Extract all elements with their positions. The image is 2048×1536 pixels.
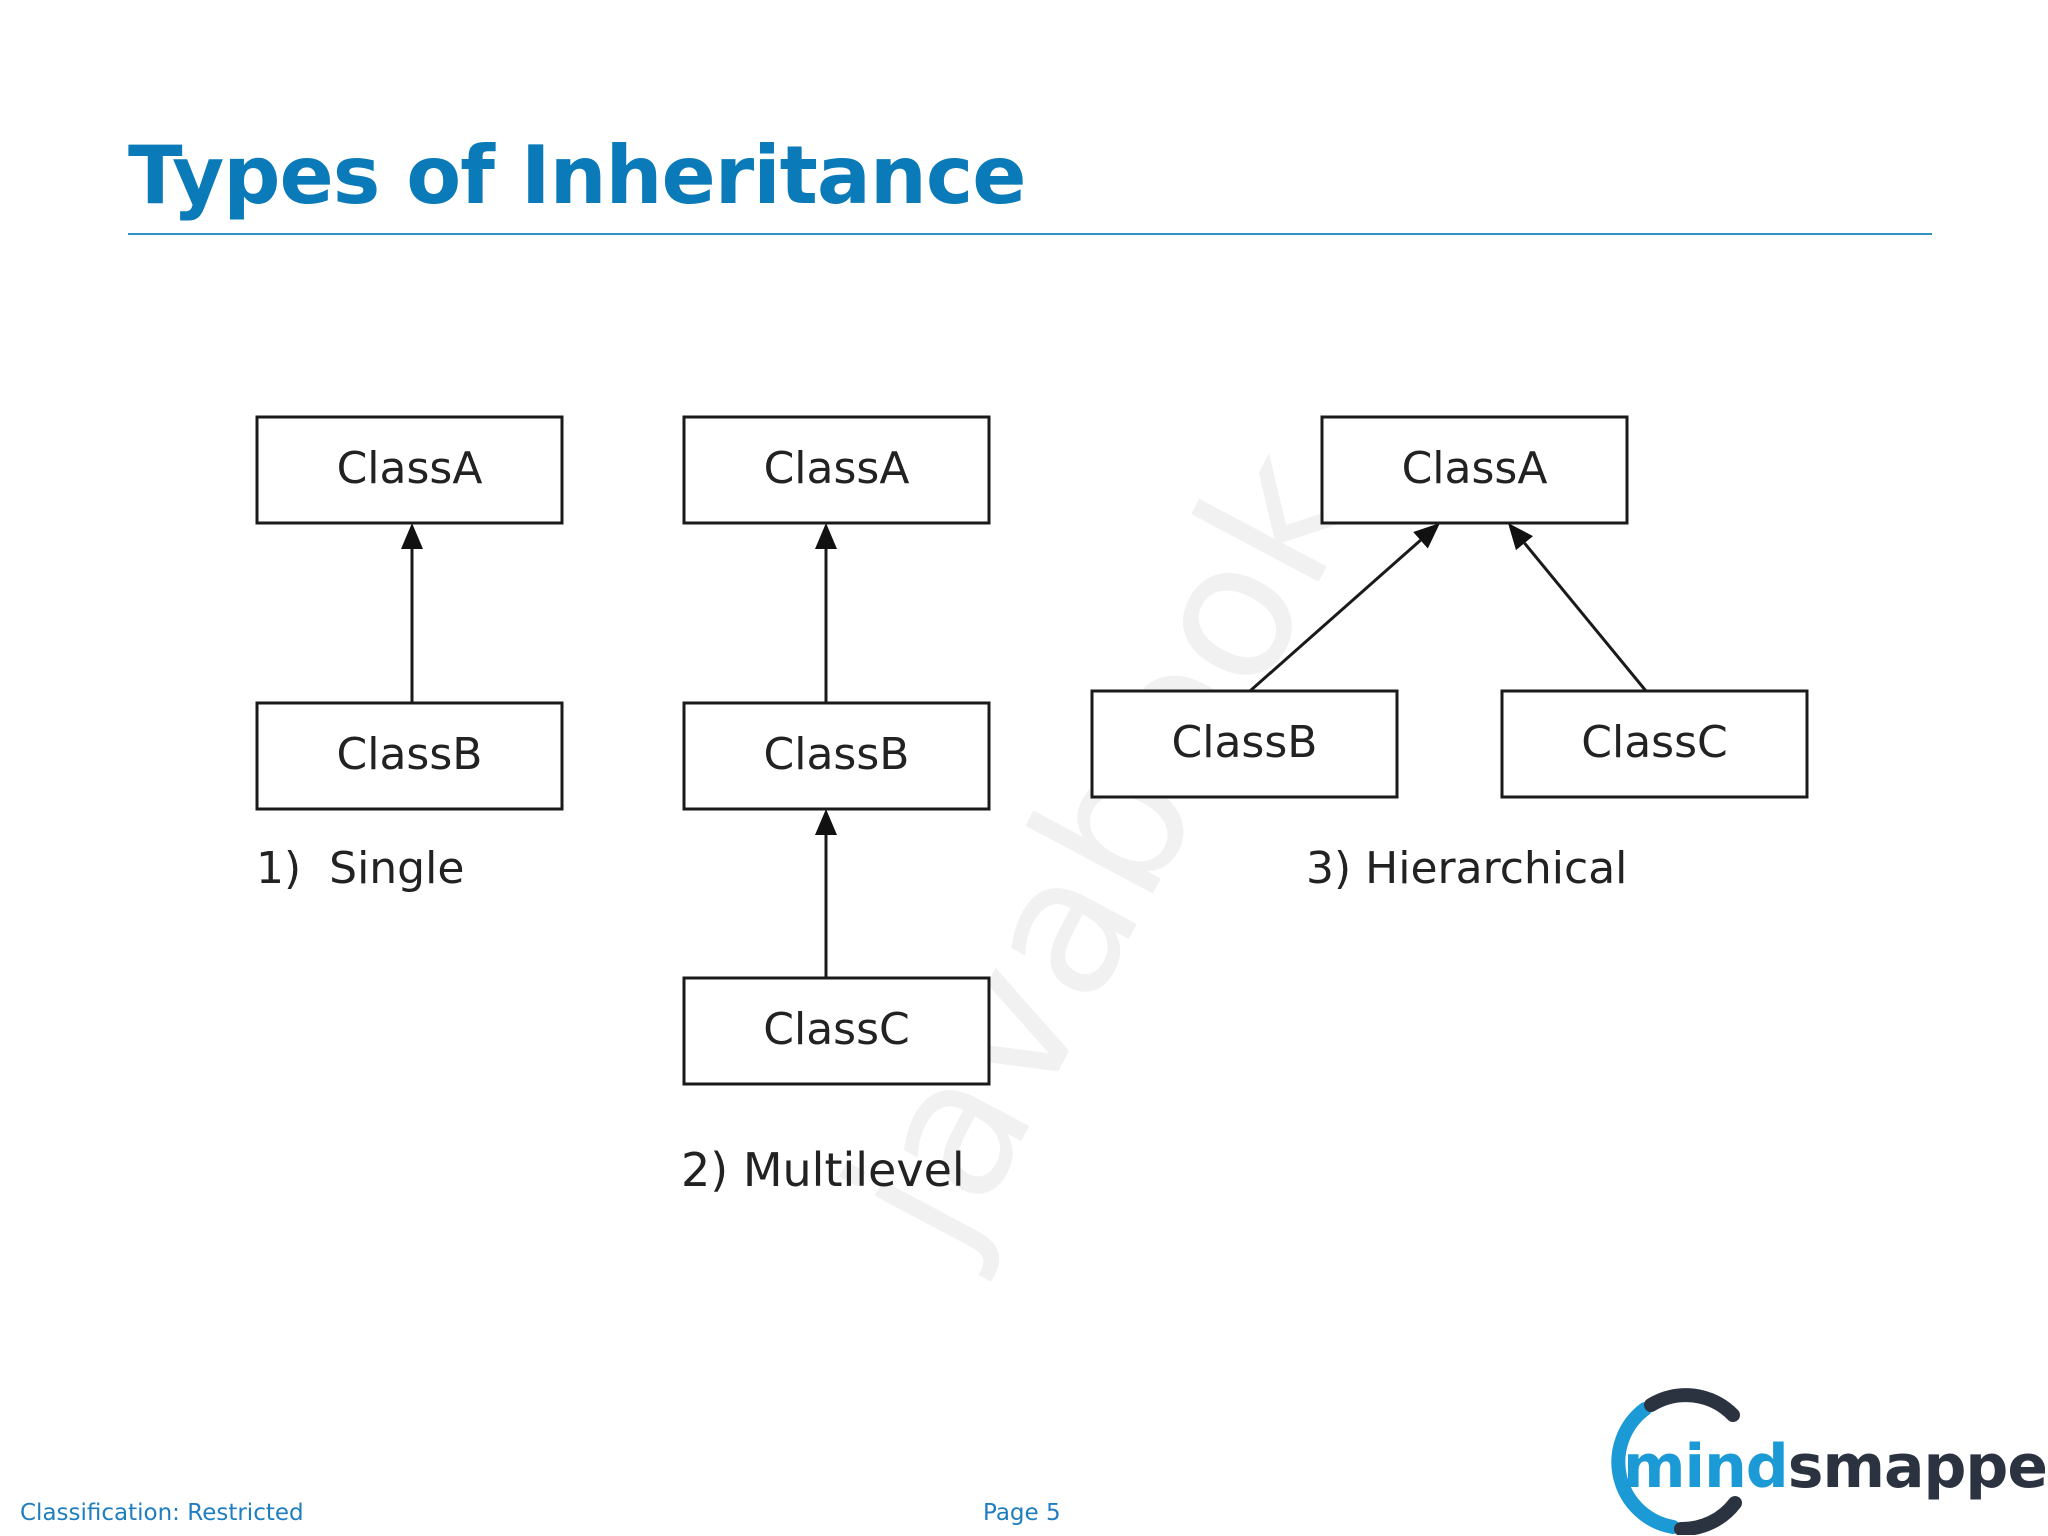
single-caption: 1) Single bbox=[256, 843, 464, 894]
diagram-multilevel: ClassA ClassB ClassC 2) Multilevel bbox=[681, 415, 991, 1197]
logo-text-part2: smapped bbox=[1788, 1432, 2045, 1502]
hierarchical-classb-label: ClassB bbox=[1172, 717, 1318, 768]
multilevel-caption: 2) Multilevel bbox=[681, 1143, 965, 1197]
footer-page-number: Page 5 bbox=[983, 1500, 1061, 1526]
diagram-hierarchical: ClassA ClassB ClassC 3) Hierarchical bbox=[1090, 415, 1809, 894]
logo-ring-dark-bottom bbox=[1674, 1496, 1742, 1535]
edge-s-b-to-s-a-arrowhead bbox=[401, 523, 423, 549]
edge-m-c-to-m-b-arrowhead bbox=[815, 809, 837, 835]
mindsmapped-logo: mindsmapped bbox=[1611, 1388, 2045, 1535]
hierarchical-classc-box bbox=[1500, 689, 1809, 799]
multilevel-classa-box bbox=[682, 415, 991, 525]
logo-text: mindsmapped bbox=[1623, 1432, 2045, 1502]
footer-classification: Classification: Restricted bbox=[20, 1500, 304, 1526]
title-underline bbox=[128, 233, 1932, 235]
logo-ring-blue bbox=[1611, 1402, 1680, 1534]
hierarchical-caption: 3) Hierarchical bbox=[1306, 843, 1627, 894]
diagram-single: ClassA ClassB 1) Single bbox=[255, 415, 564, 894]
single-classb-box bbox=[255, 701, 564, 811]
edge-h-c-to-h-a-line bbox=[1523, 542, 1648, 692]
multilevel-classa-label: ClassA bbox=[764, 443, 910, 494]
slide-title: Types of Inheritance bbox=[128, 129, 1026, 222]
multilevel-classc-box bbox=[682, 976, 991, 1086]
hierarchical-classc-label: ClassC bbox=[1581, 717, 1727, 768]
multilevel-classb-label: ClassB bbox=[764, 729, 910, 780]
hierarchical-classa-label: ClassA bbox=[1402, 443, 1548, 494]
edge-m-b-to-m-a-arrowhead bbox=[815, 523, 837, 549]
logo-ring-dark bbox=[1644, 1388, 1740, 1422]
hierarchical-classa-box bbox=[1320, 415, 1629, 525]
single-classa-box bbox=[255, 415, 564, 525]
edge-h-b-to-h-a-line bbox=[1249, 539, 1422, 693]
edge-h-b-to-h-a-arrowhead bbox=[1413, 523, 1440, 549]
edges-layer bbox=[401, 523, 1648, 978]
logo-text-part1: mind bbox=[1623, 1432, 1788, 1502]
single-classa-label: ClassA bbox=[337, 443, 483, 494]
single-classb-label: ClassB bbox=[337, 729, 483, 780]
multilevel-classc-label: ClassC bbox=[763, 1004, 909, 1055]
edge-h-c-to-h-a-arrowhead bbox=[1508, 523, 1534, 551]
hierarchical-classb-box bbox=[1090, 689, 1399, 799]
multilevel-classb-box bbox=[682, 701, 991, 811]
